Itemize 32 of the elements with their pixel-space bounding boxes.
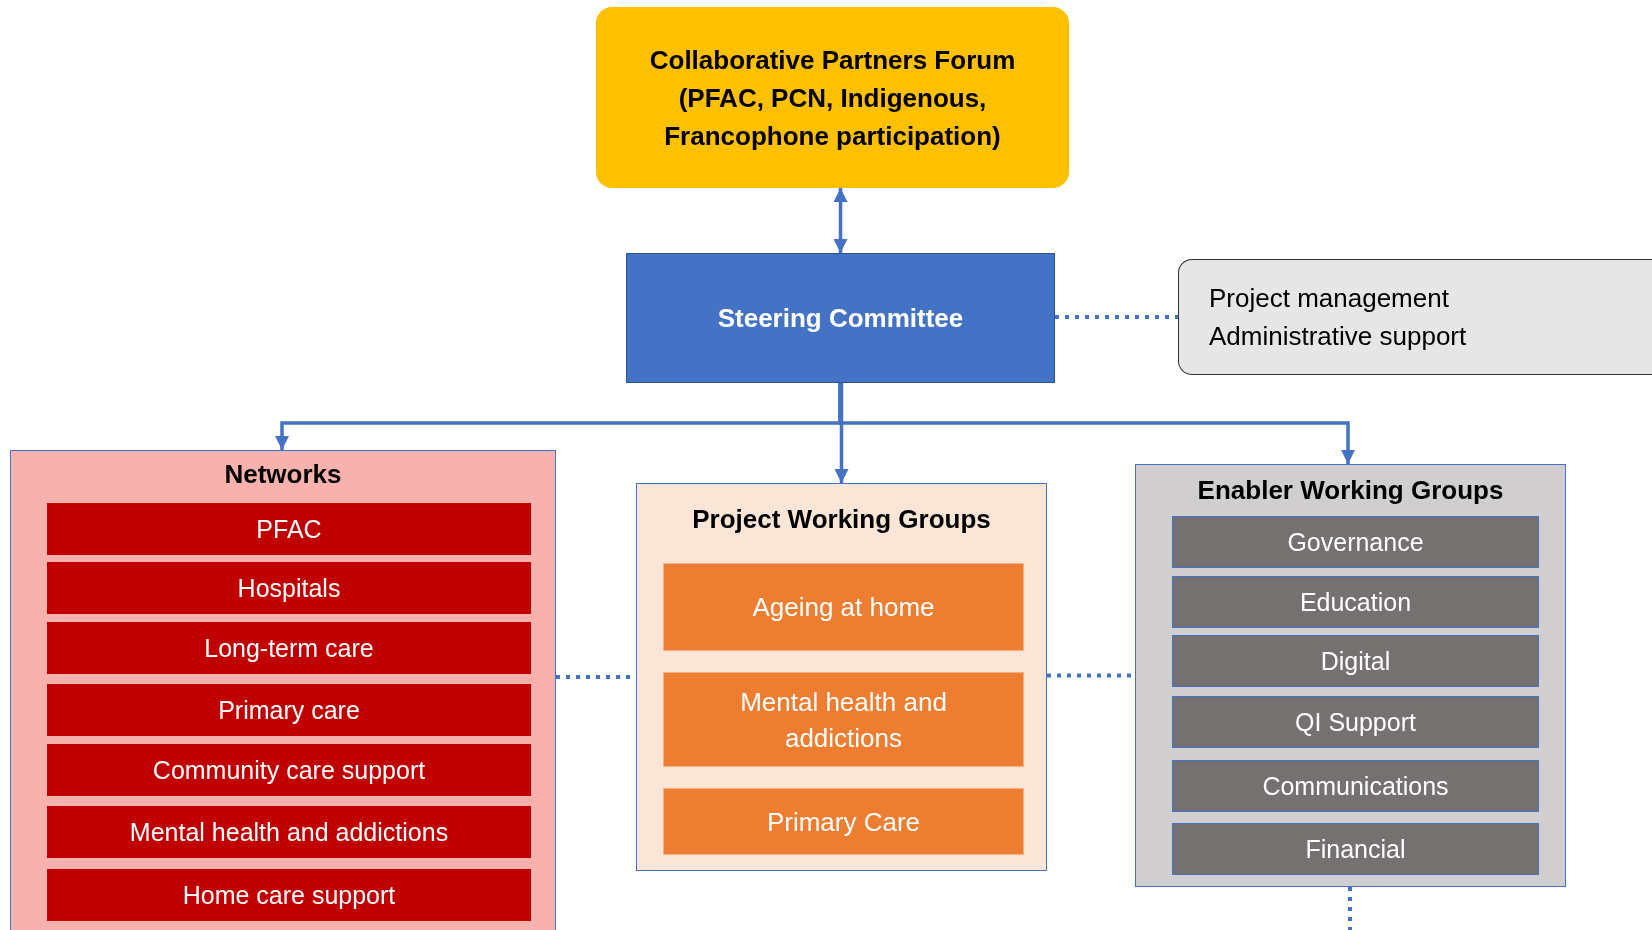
group-title: Networks bbox=[224, 459, 342, 491]
enabler-bar: QI Support bbox=[1172, 696, 1539, 748]
enabler-bar: Governance bbox=[1172, 516, 1539, 568]
group-title: Enabler Working Groups bbox=[1197, 475, 1504, 507]
network-bar: Mental health and addictions bbox=[47, 806, 531, 858]
group-panel bbox=[1135, 464, 1566, 887]
arrow bbox=[838, 383, 1355, 464]
box-text: Administrative support bbox=[1209, 320, 1467, 353]
dotted-connector bbox=[1348, 887, 1352, 930]
network-bar: Hospitals bbox=[47, 562, 531, 614]
network-bar: Primary care bbox=[47, 684, 531, 736]
enabler-bar: Digital bbox=[1172, 635, 1539, 687]
enabler-bar: Education bbox=[1172, 576, 1539, 628]
arrow bbox=[833, 188, 848, 253]
enabler-bar: Communications bbox=[1172, 760, 1539, 812]
group-panel bbox=[636, 483, 1047, 871]
working-group-box: Ageing at home bbox=[663, 563, 1024, 651]
enabler-bar: Financial bbox=[1172, 823, 1539, 875]
committee-box: Steering Committee bbox=[626, 253, 1055, 383]
dotted-connector bbox=[1055, 315, 1178, 319]
network-bar: PFAC bbox=[47, 503, 531, 555]
arrow bbox=[834, 383, 849, 483]
network-bar: Home care support bbox=[47, 869, 531, 921]
forum-box: Collaborative Partners Forum (PFAC, PCN, Indigenous, Francophone participation) bbox=[596, 7, 1069, 188]
group-title: Project Working Groups bbox=[692, 504, 991, 536]
group-panel bbox=[10, 450, 556, 930]
support-box bbox=[1178, 259, 1652, 375]
box-text: Project management bbox=[1209, 282, 1449, 315]
network-bar: Long-term care bbox=[47, 622, 531, 674]
network-bar: Community care support bbox=[47, 744, 531, 796]
working-group-box: Primary Care bbox=[663, 788, 1024, 855]
working-group-box: Mental health and addictions bbox=[663, 672, 1024, 767]
